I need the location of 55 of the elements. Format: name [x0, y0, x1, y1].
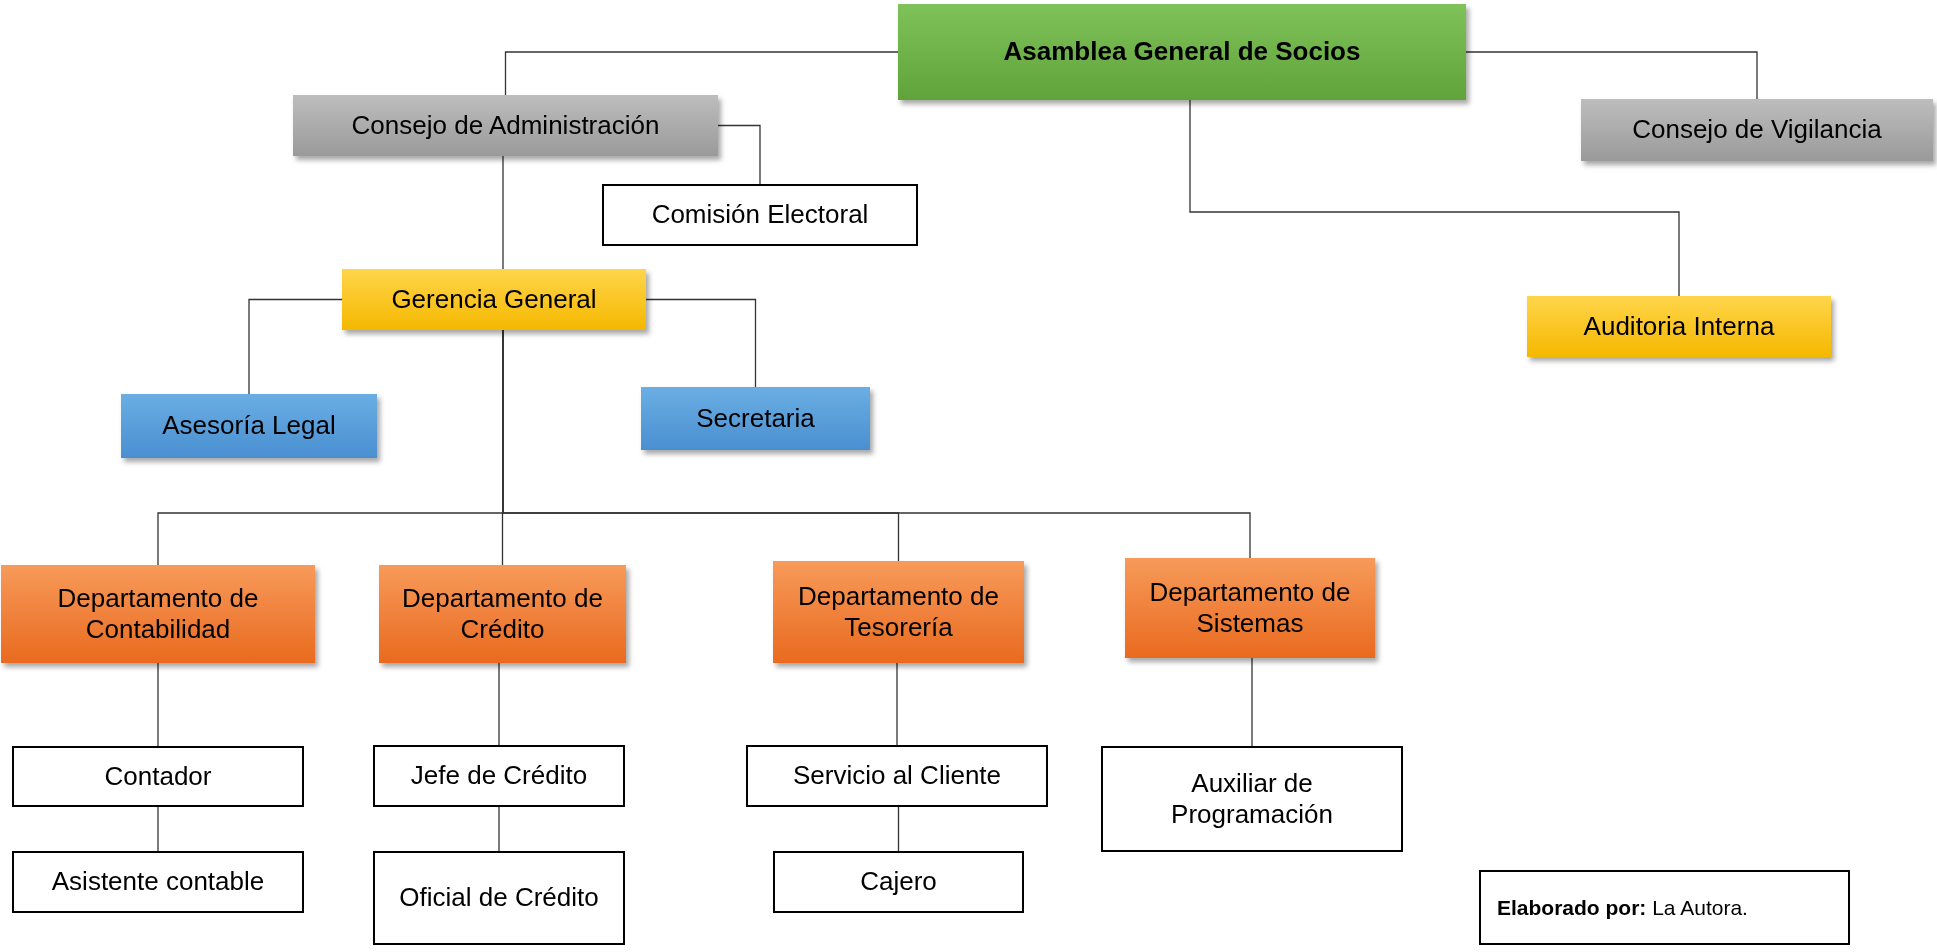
connector-line	[502, 155, 504, 270]
connector-line	[498, 806, 500, 852]
unit-label: Asesoría Legal	[162, 410, 336, 442]
org-unit-box	[898, 4, 1466, 100]
org-unit-box	[1101, 746, 1403, 852]
org-unit-box	[773, 561, 1024, 663]
unit-label: Auditoria Interna	[1583, 310, 1775, 343]
org-unit-box	[121, 394, 377, 458]
connector-line	[502, 329, 1251, 559]
note-box	[1479, 870, 1850, 945]
unit-label: Auxiliar de Programación	[1170, 767, 1334, 831]
unit-label: Asamblea General de Socios	[1003, 36, 1361, 68]
org-unit-box	[12, 746, 304, 807]
unit-label: Departamento de Tesorería	[797, 580, 1000, 644]
org-unit-box	[293, 95, 718, 156]
connector-line	[1189, 99, 1680, 297]
unit-label: Jefe de Crédito	[410, 760, 588, 792]
connector-line	[157, 806, 159, 852]
org-unit-box	[746, 745, 1048, 807]
org-unit-box	[1, 565, 315, 663]
unit-label: Servicio al Cliente	[792, 760, 1002, 792]
unit-label: Departamento de Sistemas	[1148, 576, 1352, 640]
org-unit-box	[342, 269, 646, 330]
org-unit-box	[641, 387, 870, 450]
org-unit-box	[373, 851, 625, 945]
connector-line	[248, 298, 343, 395]
unit-label: Oficial de Crédito	[399, 882, 599, 914]
org-unit-box	[1527, 296, 1831, 357]
org-unit-box	[602, 184, 918, 246]
connector-line	[717, 124, 761, 185]
unit-label: Cajero	[860, 866, 937, 898]
note-text: Elaborado por: La Autora.	[1497, 894, 1748, 921]
unit-label: Consejo de Administración	[351, 109, 660, 142]
unit-label: Departamento de Contabilidad	[56, 582, 260, 646]
unit-label: Gerencia General	[391, 283, 597, 316]
connector-line	[504, 51, 899, 96]
unit-label: Departamento de Crédito	[401, 582, 604, 646]
unit-label: Consejo de Vigilancia	[1632, 114, 1882, 146]
connector-line	[1465, 51, 1758, 100]
org-unit-box	[773, 851, 1024, 913]
unit-label: Comisión Electoral	[651, 199, 869, 231]
org-unit-box	[1581, 99, 1933, 161]
org-unit-box	[12, 851, 304, 913]
connector-line	[896, 662, 898, 746]
connector-line	[498, 662, 500, 746]
org-unit-box	[379, 565, 626, 663]
org-unit-box	[373, 745, 625, 807]
connector-line	[645, 298, 757, 388]
connector-line	[157, 662, 159, 747]
connector-line	[1251, 657, 1253, 747]
unit-label: Secretaria	[696, 402, 815, 435]
connector-line	[897, 806, 900, 852]
unit-label: Asistente contable	[51, 866, 265, 898]
unit-label: Contador	[104, 760, 212, 793]
org-unit-box	[1125, 558, 1375, 658]
